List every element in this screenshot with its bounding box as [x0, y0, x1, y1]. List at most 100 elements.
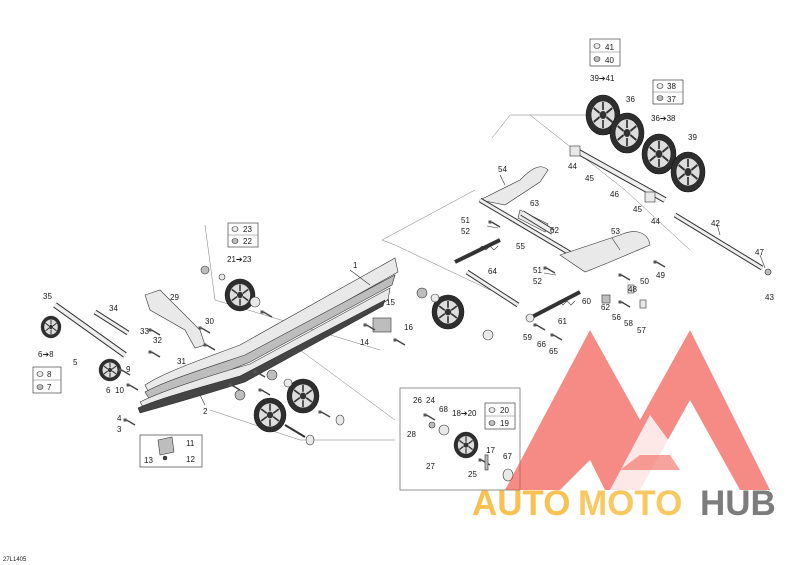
callout-21-23: 21➔23: [227, 255, 252, 264]
callout-38: 38: [667, 82, 676, 91]
callouts: 1 2 3 4 5 6 7 8 9 10 11 12 13 14 15 16 1…: [3, 43, 774, 563]
callout-5: 5: [73, 358, 78, 367]
callout-50: 50: [640, 277, 649, 286]
callout-7: 7: [47, 383, 52, 392]
callout-23: 23: [243, 225, 252, 234]
callout-55: 55: [516, 242, 525, 251]
callout-49: 49: [656, 271, 665, 280]
callout-56: 56: [612, 313, 621, 322]
callout-15: 15: [386, 298, 395, 307]
watermark-text-moto: MOTO: [578, 484, 682, 523]
callout-31: 31: [177, 357, 186, 366]
callout-63: 63: [530, 199, 539, 208]
callout-61: 61: [558, 317, 567, 326]
callout-54: 54: [498, 165, 507, 174]
callout-40: 40: [605, 56, 614, 65]
watermark-logo-mark: [505, 330, 770, 490]
callout-3: 3: [117, 425, 122, 434]
callout-64: 64: [488, 267, 497, 276]
rear-bracket: [139, 434, 203, 468]
idler-wheel: [224, 278, 256, 312]
callout-62b: 62: [601, 303, 610, 312]
callout-52: 52: [461, 227, 470, 236]
callout-11: 11: [186, 439, 195, 448]
callout-52b: 52: [533, 277, 542, 286]
legend-boxes: [32, 38, 684, 430]
callout-44: 44: [568, 162, 577, 171]
callout-51: 51: [461, 216, 470, 225]
callout-53: 53: [611, 227, 620, 236]
callout-39-41: 39➔41: [590, 74, 615, 83]
callout-45b: 45: [633, 205, 642, 214]
shafts: [569, 145, 772, 276]
callout-51b: 51: [533, 266, 542, 275]
callout-16: 16: [404, 323, 413, 332]
callout-13: 13: [144, 456, 153, 465]
drawing-id: 27L1405: [3, 557, 27, 563]
front-left-parts: [40, 289, 216, 426]
callout-65: 65: [549, 347, 558, 356]
callout-37: 37: [667, 95, 676, 104]
callout-29: 29: [170, 293, 179, 302]
callout-43: 43: [765, 293, 774, 302]
mid-shafts: [465, 210, 555, 308]
callout-8: 8: [47, 370, 52, 379]
callout-18-20: 18➔20: [452, 409, 477, 418]
inset-parts: [422, 412, 514, 482]
idler-wheel: [641, 133, 677, 175]
callout-6: 6: [106, 386, 111, 395]
callout-45: 45: [585, 174, 594, 183]
inset-group-box: [399, 387, 521, 491]
watermark-text-hub: HUB: [700, 484, 776, 523]
bogie-wheel: [253, 397, 287, 433]
front-wheel: [98, 358, 122, 382]
leader-lines: [199, 174, 766, 406]
callout-39: 39: [688, 133, 697, 142]
callout-9: 9: [126, 365, 131, 374]
callout-36-38: 36➔38: [651, 114, 676, 123]
callout-33: 33: [140, 327, 149, 336]
callout-44b: 44: [651, 217, 660, 226]
callout-20: 20: [500, 406, 509, 415]
callout-24: 24: [426, 396, 435, 405]
callout-57: 57: [637, 326, 646, 335]
callout-62: 62: [550, 226, 559, 235]
suspension-arms: [478, 166, 651, 273]
callout-42: 42: [711, 219, 720, 228]
callout-27: 27: [426, 462, 435, 471]
callout-32: 32: [153, 336, 162, 345]
callout-22: 22: [243, 237, 252, 246]
callout-46: 46: [610, 190, 619, 199]
callout-34: 34: [109, 304, 118, 313]
callout-1: 1: [353, 261, 358, 270]
callout-25: 25: [468, 470, 477, 479]
callout-26: 26: [413, 396, 422, 405]
callout-36: 36: [626, 95, 635, 104]
callout-17: 17: [486, 446, 495, 455]
callout-28: 28: [407, 430, 416, 439]
mid-wheel-assembly: [362, 287, 494, 346]
callout-4: 4: [117, 414, 122, 423]
top-idler: [200, 265, 273, 318]
shocks: [454, 238, 581, 323]
callout-12: 12: [186, 455, 195, 464]
callout-2: 2: [203, 407, 208, 416]
bracket: [372, 317, 392, 333]
callout-30: 30: [205, 317, 214, 326]
callout-58: 58: [624, 319, 633, 328]
idler-wheel: [609, 112, 645, 154]
callout-67: 67: [503, 452, 512, 461]
callout-47: 47: [755, 248, 764, 257]
guide-lines: [204, 114, 691, 491]
idler-wheel: [670, 151, 706, 193]
callout-19: 19: [500, 419, 509, 428]
callout-10: 10: [115, 386, 124, 395]
bogie-wheel: [453, 431, 479, 459]
lower-wheels: [227, 369, 345, 446]
callout-68: 68: [439, 405, 448, 414]
callout-60: 60: [582, 297, 591, 306]
callout-14: 14: [360, 338, 369, 347]
rear-wheels: [585, 94, 706, 193]
callout-59: 59: [523, 333, 532, 342]
